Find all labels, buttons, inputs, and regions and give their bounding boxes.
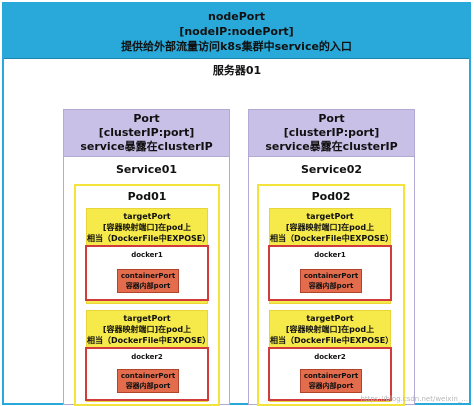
server-label: 服务器01 <box>212 64 262 77</box>
container-port-title: containerPort <box>120 372 176 380</box>
service-column-2: Port [clusterIP:port] service暴露在clusterI… <box>248 109 415 406</box>
port-address: [clusterIP:port] <box>283 126 380 139</box>
container-port-title: containerPort <box>303 272 359 280</box>
port-description: service暴露在clusterIP <box>265 140 398 153</box>
container-port-title: containerPort <box>120 272 176 280</box>
port-address: [clusterIP:port] <box>98 126 195 139</box>
nodeport-description: 提供给外部流量访问k8s集群中service的入口 <box>121 39 352 53</box>
target-port-title: targetPort <box>123 212 171 221</box>
docker-box: docker2 containerPort 容器内部port <box>268 347 392 401</box>
service-name: Service02 <box>300 162 363 176</box>
docker-box: docker1 containerPort 容器内部port <box>268 245 392 301</box>
pod-name: Pod02 <box>311 189 351 203</box>
nodeport-address: [nodeIP:nodePort] <box>179 24 294 38</box>
target-port-desc: [容器映射端口]在pod上 <box>285 325 375 334</box>
service-port-box: Port [clusterIP:port] service暴露在clusterI… <box>64 110 229 157</box>
port-title: Port <box>318 112 345 125</box>
service-port-box: Port [clusterIP:port] service暴露在clusterI… <box>249 110 414 157</box>
container-box: targetPort [容器映射端口]在pod上 相当（DockerFile中E… <box>268 310 394 402</box>
pod-box: Pod02 targetPort [容器映射端口]在pod上 相当（Docker… <box>257 184 405 406</box>
docker-box: docker1 containerPort 容器内部port <box>85 245 209 301</box>
port-title: Port <box>133 112 160 125</box>
target-port-desc: [容器映射端口]在pod上 <box>285 223 375 232</box>
target-port-box: targetPort [容器映射端口]在pod上 相当（DockerFile中E… <box>270 211 394 244</box>
container-port-box: containerPort 容器内部port <box>300 269 362 293</box>
container-port-box: containerPort 容器内部port <box>300 369 362 393</box>
target-port-title: targetPort <box>123 314 171 323</box>
container-port-desc: 容器内部port <box>125 382 171 390</box>
pod-box: Pod01 targetPort [容器映射端口]在pod上 相当（Docker… <box>74 184 220 406</box>
container-box: targetPort [容器映射端口]在pod上 相当（DockerFile中E… <box>268 208 394 304</box>
target-port-note: 相当（DockerFile中EXPOSE） <box>270 336 394 345</box>
target-port-note: 相当（DockerFile中EXPOSE） <box>87 336 211 345</box>
target-port-desc: [容器映射端口]在pod上 <box>102 325 192 334</box>
docker-name: docker2 <box>314 352 346 361</box>
service-column-1: Port [clusterIP:port] service暴露在clusterI… <box>63 109 230 406</box>
watermark: https://blog.csdn.net/weixin_... <box>360 395 468 403</box>
target-port-title: targetPort <box>306 314 354 323</box>
docker-box: docker2 containerPort 容器内部port <box>85 347 209 401</box>
target-port-box: targetPort [容器映射端口]在pod上 相当（DockerFile中E… <box>87 313 211 346</box>
target-port-note: 相当（DockerFile中EXPOSE） <box>87 234 211 243</box>
docker-name: docker1 <box>131 250 163 259</box>
container-port-box: containerPort 容器内部port <box>117 369 179 393</box>
pod-name: Pod01 <box>127 189 167 203</box>
docker-name: docker2 <box>131 352 163 361</box>
target-port-box: targetPort [容器映射端口]在pod上 相当（DockerFile中E… <box>87 211 211 244</box>
container-port-box: containerPort 容器内部port <box>117 269 179 293</box>
container-port-desc: 容器内部port <box>308 282 354 290</box>
docker-name: docker1 <box>314 250 346 259</box>
container-port-desc: 容器内部port <box>125 282 171 290</box>
service-name: Service01 <box>115 162 178 176</box>
nodeport-box: nodePort [nodeIP:nodePort] 提供给外部流量访问k8s集… <box>4 4 469 59</box>
target-port-note: 相当（DockerFile中EXPOSE） <box>270 234 394 243</box>
container-port-desc: 容器内部port <box>308 382 354 390</box>
nodeport-title: nodePort <box>207 9 266 23</box>
container-port-title: containerPort <box>303 372 359 380</box>
port-description: service暴露在clusterIP <box>80 140 213 153</box>
target-port-desc: [容器映射端口]在pod上 <box>102 223 192 232</box>
container-box: targetPort [容器映射端口]在pod上 相当（DockerFile中E… <box>85 208 211 304</box>
target-port-title: targetPort <box>306 212 354 221</box>
target-port-box: targetPort [容器映射端口]在pod上 相当（DockerFile中E… <box>270 313 394 346</box>
container-box: targetPort [容器映射端口]在pod上 相当（DockerFile中E… <box>85 310 211 402</box>
